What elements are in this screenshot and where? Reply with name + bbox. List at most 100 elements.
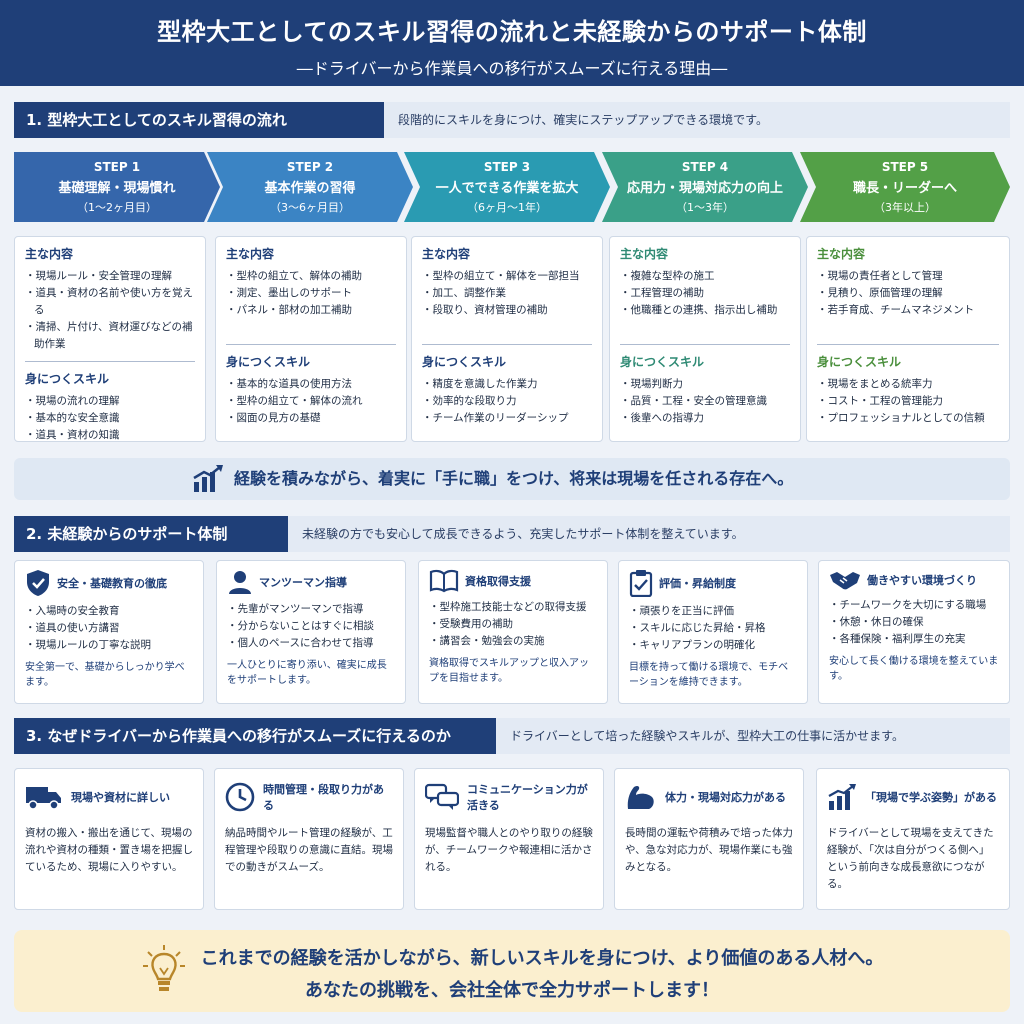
card-heading: 主な内容 bbox=[817, 247, 866, 261]
section2-desc: 未経験の方でも安心して成長できるよう、充実したサポート体制を整えています。 bbox=[302, 527, 744, 541]
list-item: 現場判断力 bbox=[620, 376, 790, 393]
step-label: STEP 5 bbox=[881, 160, 929, 174]
card-heading: 身につくスキル bbox=[817, 355, 902, 369]
list-item: パネル・部材の加工補助 bbox=[226, 302, 396, 319]
person-icon bbox=[229, 571, 251, 594]
list-item: 講習会・勉強会の実施 bbox=[429, 633, 597, 650]
step-period: （3〜6ヶ月目） bbox=[270, 201, 350, 214]
step-name: 基本作業の習得 bbox=[264, 181, 356, 196]
list-item: 段取り、資材管理の補助 bbox=[422, 302, 592, 319]
divider bbox=[620, 344, 790, 345]
footer-message: これまでの経験を活かしながら、新しいスキルを身につけ、より価値のある人材へ。 あ… bbox=[14, 930, 1010, 1012]
list-item: 型枠施工技能士などの取得支援 bbox=[429, 599, 597, 616]
support-note: 目標を持って働ける環境で、モチベーションを維持できます。 bbox=[629, 662, 789, 688]
lightbulb-icon bbox=[143, 945, 185, 991]
truck-icon bbox=[26, 787, 61, 810]
step-period: （6ヶ月〜1年） bbox=[467, 201, 547, 214]
reason-card-header: コミュニケーション力が活きる bbox=[425, 779, 593, 815]
clock-icon bbox=[225, 782, 255, 812]
step-5-card: 主な内容 現場の責任者として管理 見積り、原価管理の理解 若手育成、チームマネジ… bbox=[806, 236, 1010, 442]
list-item: 工程管理の補助 bbox=[620, 285, 790, 302]
step-flow: STEP 1 基礎理解・現場慣れ （1〜2ヶ月目） STEP 2 基本作業の習得… bbox=[14, 152, 1010, 222]
list-item: 測定、墨出しのサポート bbox=[226, 285, 396, 302]
support-card-header: 資格取得支援 bbox=[429, 569, 597, 593]
skill-list: 精度を意識した作業力 効率的な段取り力 チーム作業のリーダーシップ bbox=[422, 376, 592, 427]
handshake-icon bbox=[830, 572, 860, 590]
reason-card-title: コミュニケーション力が活きる bbox=[467, 783, 588, 812]
reason-card-stamina: 体力・現場対応力がある 長時間の運転や荷積みで培った体力や、急な対応力が、現場作… bbox=[614, 768, 804, 910]
support-card-title: 資格取得支援 bbox=[465, 575, 531, 588]
list-item: 休憩・休日の確保 bbox=[829, 614, 999, 631]
skill-list: 現場をまとめる統率力 コスト・工程の管理能力 プロフェッショナルとしての信頼 bbox=[817, 376, 999, 427]
support-list: 入場時の安全教育 道具の使い方講習 現場ルールの丁寧な説明 bbox=[25, 603, 193, 654]
support-note: 資格取得でスキルアップと収入アップを目指せます。 bbox=[429, 658, 589, 684]
reason-card-header: 現場や資材に詳しい bbox=[25, 779, 193, 815]
reason-card-text: 納品時間やルート管理の経験が、工程管理や段取りの意識に直結。現場での動きがスムー… bbox=[225, 827, 393, 873]
reason-card-header: 体力・現場対応力がある bbox=[625, 779, 793, 815]
book-icon bbox=[429, 569, 459, 593]
step-1-card: 主な内容 現場ルール・安全管理の理解 道具・資材の名前や使い方を覚える 清掃、片… bbox=[14, 236, 206, 442]
reason-card-site-knowledge: 現場や資材に詳しい 資材の搬入・搬出を通じて、現場の流れや資材の種類・置き場を把… bbox=[14, 768, 204, 910]
divider bbox=[422, 344, 592, 345]
support-list: 型枠施工技能士などの取得支援 受験費用の補助 講習会・勉強会の実施 bbox=[429, 599, 597, 650]
reason-card-title: 体力・現場対応力がある bbox=[665, 791, 786, 804]
list-item: 他職種との連携、指示出し補助 bbox=[620, 302, 790, 319]
list-item: 受験費用の補助 bbox=[429, 616, 597, 633]
support-card-header: 働きやすい環境づくり bbox=[829, 569, 999, 591]
list-item: 型枠の組立て・解体の流れ bbox=[226, 393, 396, 410]
step-5-arrow: STEP 5 職長・リーダーへ （3年以上） bbox=[800, 152, 1010, 222]
card-heading: 主な内容 bbox=[226, 247, 275, 261]
list-item: 道具・資材の知識 bbox=[25, 427, 195, 444]
reason-card-communication: コミュニケーション力が活きる 現場監督や職人とのやり取りの経験が、チームワークや… bbox=[414, 768, 604, 910]
step-2-card: 主な内容 型枠の組立て、解体の補助 測定、墨出しのサポート パネル・部材の加工補… bbox=[215, 236, 407, 442]
support-card-title: 安全・基礎教育の徹底 bbox=[57, 577, 167, 590]
reason-card-text: 長時間の運転や荷積みで培った体力や、急な対応力が、現場作業にも強みとなる。 bbox=[625, 827, 793, 873]
reason-card-title: 時間管理・段取り力がある bbox=[263, 783, 384, 812]
step-3-card: 主な内容 型枠の組立て・解体を一部担当 加工、調整作業 段取り、資材管理の補助 … bbox=[411, 236, 603, 442]
divider bbox=[25, 361, 195, 362]
card-heading: 身につくスキル bbox=[422, 355, 507, 369]
section1-desc: 段階的にスキルを身につけ、確実にステップアップできる環境です。 bbox=[398, 113, 768, 127]
list-item: 基本的な安全意識 bbox=[25, 410, 195, 427]
section3-header: 3. なぜドライバーから作業員への移行がスムーズに行えるのか ドライバーとして培… bbox=[14, 718, 1010, 754]
reason-card-text: ドライバーとして現場を支えてきた経験が、「次は自分がつくる側へ」という前向きな成… bbox=[827, 827, 994, 890]
reason-card-header: 時間管理・段取り力がある bbox=[225, 779, 393, 815]
step-name: 一人でできる作業を拡大 bbox=[435, 181, 579, 196]
list-item: 道具・資材の名前や使い方を覚える bbox=[25, 285, 195, 319]
skill-list: 現場判断力 品質・工程・安全の管理意識 後輩への指導力 bbox=[620, 376, 790, 427]
step-1-arrow: STEP 1 基礎理解・現場慣れ （1〜2ヶ月目） bbox=[14, 152, 220, 222]
step-period: （1〜2ヶ月目） bbox=[77, 201, 157, 214]
list-item: 道具の使い方講習 bbox=[25, 620, 193, 637]
step-name: 応用力・現場対応力の向上 bbox=[626, 181, 783, 196]
card-heading: 身につくスキル bbox=[25, 372, 110, 386]
divider bbox=[817, 344, 999, 345]
support-list: 頑張りを正当に評価 スキルに応じた昇給・昇格 キャリアプランの明確化 bbox=[629, 603, 797, 654]
list-item: 各種保険・福利厚生の充実 bbox=[829, 631, 999, 648]
card-heading: 身につくスキル bbox=[226, 355, 311, 369]
section3-title: 3. なぜドライバーから作業員への移行がスムーズに行えるのか bbox=[14, 718, 496, 754]
list-item: 後輩への指導力 bbox=[620, 410, 790, 427]
list-item: 先輩がマンツーマンで指導 bbox=[227, 601, 395, 618]
muscle-icon bbox=[627, 785, 654, 809]
list-item: 現場ルール・安全管理の理解 bbox=[25, 268, 195, 285]
support-card-header: 評価・昇給制度 bbox=[629, 569, 797, 597]
clipboard-icon bbox=[629, 570, 653, 597]
card-heading: 主な内容 bbox=[620, 247, 669, 261]
list-item: 個人のペースに合わせて指導 bbox=[227, 635, 395, 652]
support-card-evaluation: 評価・昇給制度 頑張りを正当に評価 スキルに応じた昇給・昇格 キャリアプランの明… bbox=[618, 560, 808, 704]
list-item: 現場をまとめる統率力 bbox=[817, 376, 999, 393]
list-item: 型枠の組立て、解体の補助 bbox=[226, 268, 396, 285]
list-item: 型枠の組立て・解体を一部担当 bbox=[422, 268, 592, 285]
step-label: STEP 4 bbox=[681, 160, 729, 174]
list-item: チーム作業のリーダーシップ bbox=[422, 410, 592, 427]
list-item: キャリアプランの明確化 bbox=[629, 637, 797, 654]
content-list: 現場ルール・安全管理の理解 道具・資材の名前や使い方を覚える 清掃、片付け、資材… bbox=[25, 268, 195, 353]
support-list: 先輩がマンツーマンで指導 分からないことはすぐに相談 個人のペースに合わせて指導 bbox=[227, 601, 395, 652]
support-card-qualification: 資格取得支援 型枠施工技能士などの取得支援 受験費用の補助 講習会・勉強会の実施… bbox=[418, 560, 608, 704]
shield-icon bbox=[27, 570, 49, 596]
step-period: （1〜3年） bbox=[676, 201, 734, 214]
section2-title: 2. 未経験からのサポート体制 bbox=[14, 516, 288, 552]
list-item: 頑張りを正当に評価 bbox=[629, 603, 797, 620]
list-item: プロフェッショナルとしての信頼 bbox=[817, 410, 999, 427]
list-item: 若手育成、チームマネジメント bbox=[817, 302, 999, 319]
